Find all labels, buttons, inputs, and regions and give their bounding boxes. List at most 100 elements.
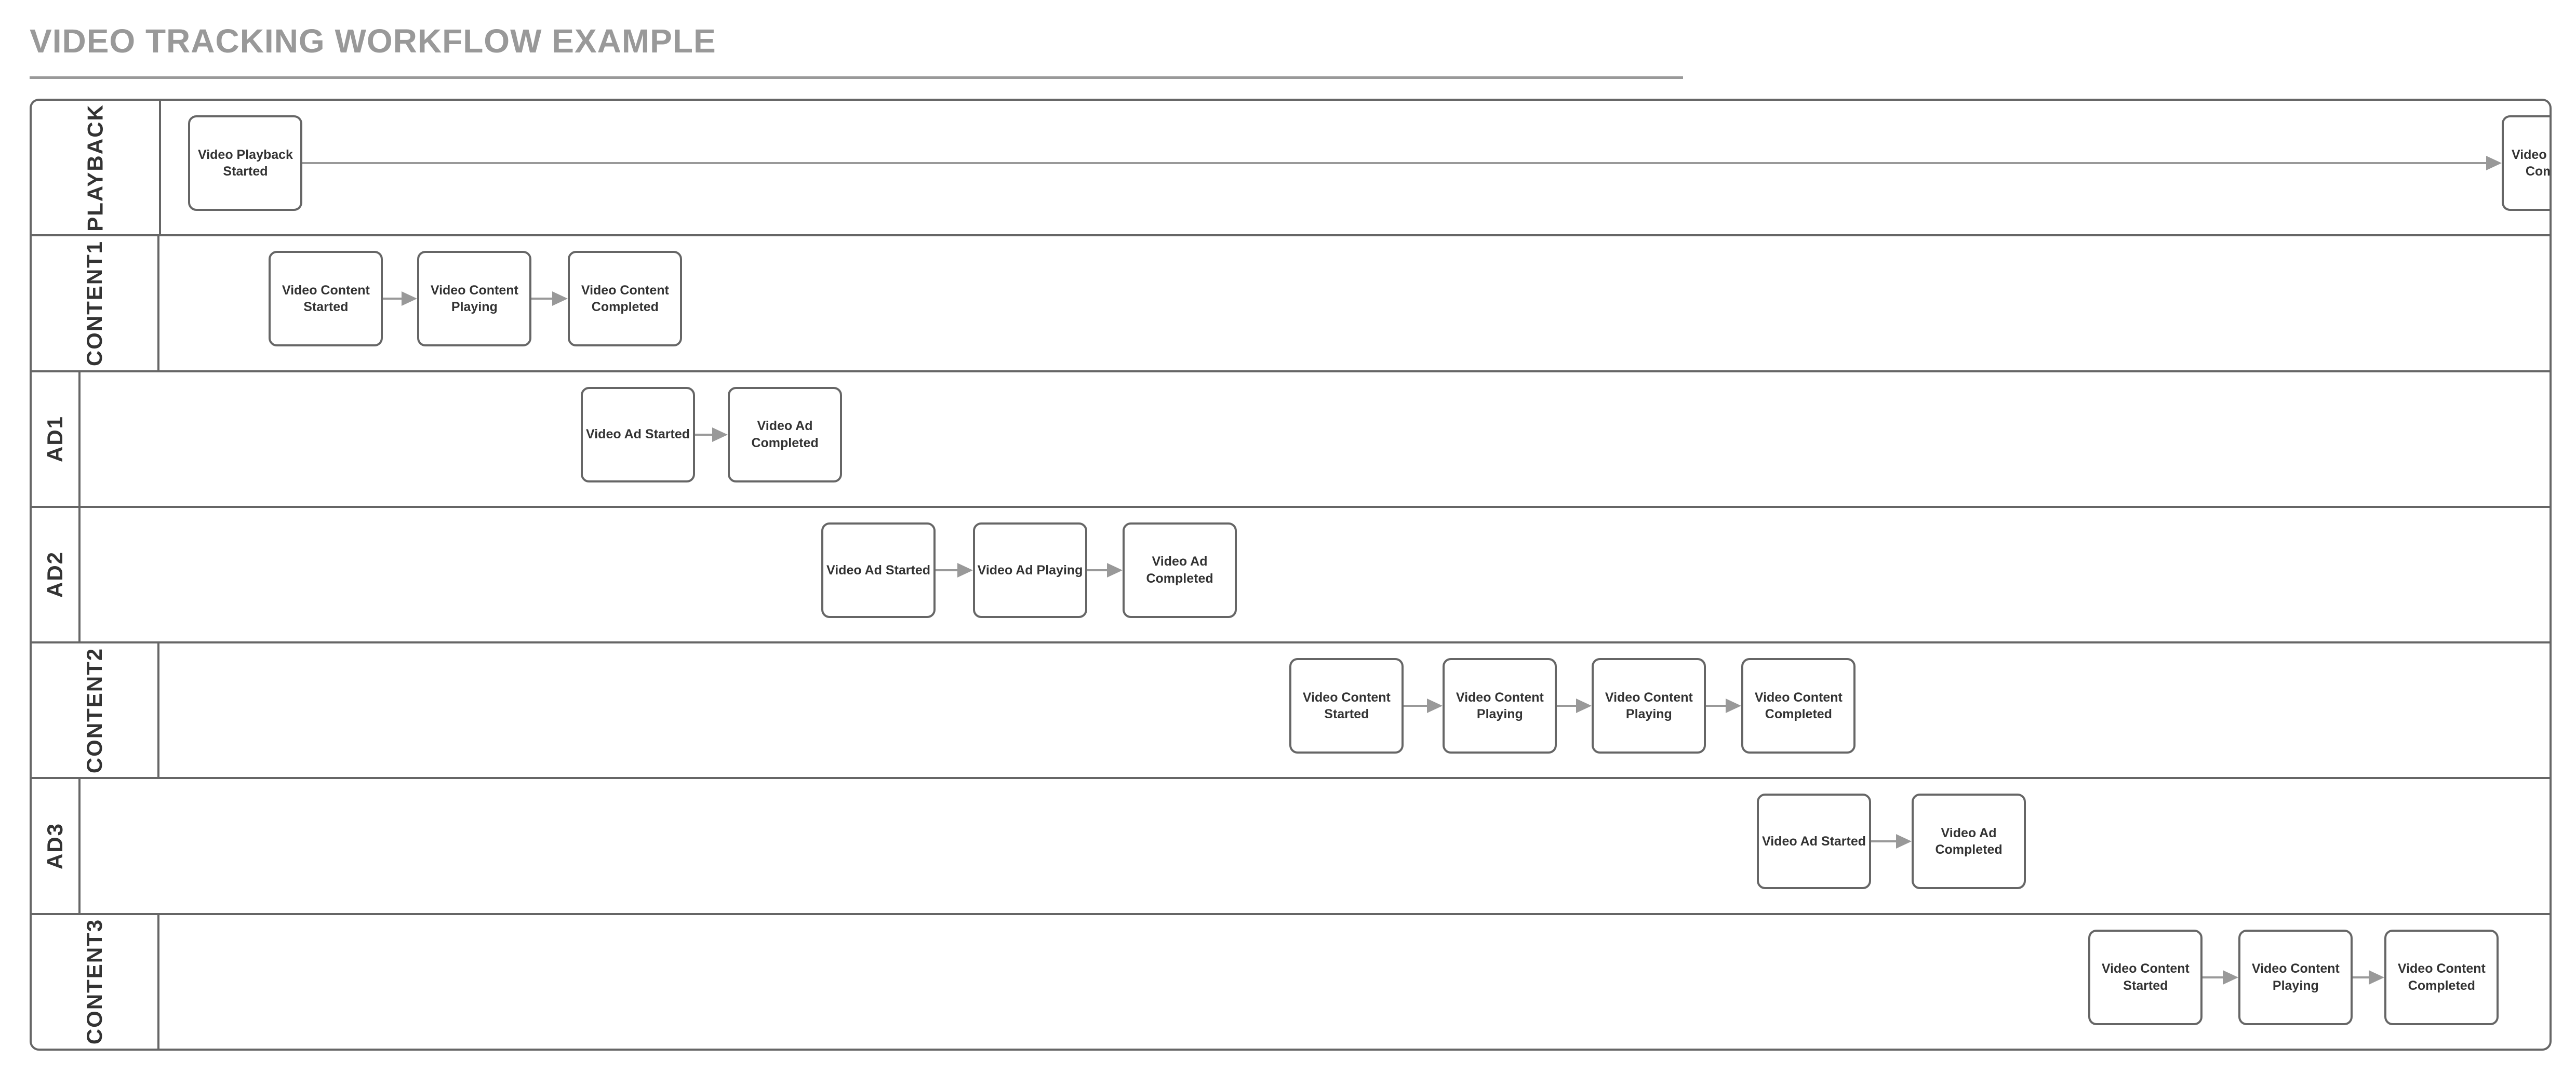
swimlane-label: AD1 <box>43 415 68 463</box>
swimlane-body: Video Ad Started Video Ad Completed <box>81 372 2550 506</box>
workflow-step-label: Video Content Playing <box>1605 690 1693 722</box>
workflow-step-label: Video Ad Completed <box>751 419 819 450</box>
arrow-shaft <box>1404 705 1430 707</box>
flow-arrow <box>383 291 418 306</box>
workflow-step-label: Video Ad Started <box>1762 834 1866 849</box>
swimlane-body: Video Ad Started Video Ad Completed <box>81 779 2550 912</box>
flow-arrow <box>531 291 568 306</box>
workflow-step-label: Video Ad Started <box>586 427 690 442</box>
swimlane-label: AD3 <box>43 823 68 870</box>
swimlane-header: AD2 <box>32 507 81 642</box>
swimlane-content3: CONTENT3 Video Content Started Video Con… <box>32 912 2550 1049</box>
workflow-step: Video Content Started <box>1289 658 1404 754</box>
arrow-head-icon <box>1576 699 1592 714</box>
swimlane-body: Video Playback Started Video Playback Co… <box>161 101 2550 234</box>
workflow-step: Video Content Completed <box>1741 658 1856 754</box>
workflow-step: Video Ad Completed <box>1123 522 1237 618</box>
swimlane-content2: CONTENT2 Video Content Started Video Con… <box>32 641 2550 777</box>
diagram-title: VIDEO TRACKING WORKFLOW EXAMPLE <box>30 22 716 60</box>
swimlane-label: CONTENT3 <box>82 919 107 1045</box>
workflow-step: Video Content Started <box>2088 929 2203 1025</box>
swimlane-body: Video Ad Started Video Ad Playing Video … <box>81 508 2550 641</box>
workflow-step: Video Ad Completed <box>728 386 843 482</box>
title-underline <box>30 76 1683 79</box>
swimlane-header: CONTENT1 <box>32 236 160 370</box>
arrow-head-icon <box>2223 970 2239 985</box>
swimlane-header: CONTENT2 <box>32 643 160 777</box>
workflow-step: Video Content Playing <box>2238 929 2353 1025</box>
swimlane-body: Video Content Started Video Content Play… <box>159 915 2550 1049</box>
swimlane-label: CONTENT2 <box>82 647 107 773</box>
arrow-shaft <box>1706 705 1728 707</box>
swimlane-ad2: AD2 Video Ad Started Video Ad Playing Vi… <box>32 505 2550 642</box>
workflow-step-label: Video Content Started <box>1302 690 1391 722</box>
arrow-head-icon <box>957 562 973 578</box>
flow-arrow <box>1404 699 1443 714</box>
arrow-head-icon <box>1896 834 1912 849</box>
workflow-step: Video Playback Started <box>188 115 303 211</box>
workflow-step: Video Content Started <box>269 251 383 347</box>
arrow-head-icon <box>1427 699 1443 714</box>
swimlane-ad3: AD3 Video Ad Started Video Ad Completed <box>32 777 2550 913</box>
workflow-step-label: Video Content Completed <box>1754 690 1843 722</box>
arrow-shaft <box>695 433 715 436</box>
swimlane-body: Video Content Started Video Content Play… <box>159 236 2550 370</box>
swimlane-header: CONTENT3 <box>32 915 160 1049</box>
workflow-step-label: Video Content Playing <box>1456 690 1544 722</box>
arrow-shaft <box>2203 976 2225 978</box>
arrow-head-icon <box>552 291 568 306</box>
workflow-step: Video Playback Completed <box>2502 115 2550 211</box>
flow-arrow <box>695 427 728 442</box>
arrow-shaft <box>1087 569 1110 571</box>
workflow-step: Video Ad Started <box>581 386 696 482</box>
arrow-head-icon <box>712 427 728 442</box>
workflow-step-label: Video Ad Completed <box>1935 825 2003 857</box>
workflow-step-label: Video Content Completed <box>581 283 669 315</box>
arrow-head-icon <box>2369 970 2385 985</box>
flow-arrow <box>1706 699 1742 714</box>
arrow-shaft <box>531 298 555 300</box>
flow-arrow <box>936 562 973 578</box>
flow-arrow <box>302 156 2502 170</box>
swimlane-pool: PLAYBACK Video Playback Started Video Pl… <box>30 99 2552 1051</box>
workflow-step: Video Ad Started <box>1757 794 1872 890</box>
workflow-step: Video Content Completed <box>2384 929 2499 1025</box>
swimlane-body: Video Content Started Video Content Play… <box>159 643 2550 777</box>
workflow-step: Video Ad Playing <box>973 522 1088 618</box>
arrow-shaft <box>936 569 960 571</box>
workflow-step-label: Video Content Started <box>282 283 370 315</box>
workflow-step-label: Video Content Started <box>2101 961 2190 993</box>
workflow-step-label: Video Ad Playing <box>977 562 1083 578</box>
flow-arrow <box>1871 834 1912 849</box>
arrow-head-icon <box>402 291 418 306</box>
swimlane-label: PLAYBACK <box>83 103 108 232</box>
workflow-step: Video Ad Started <box>821 522 936 618</box>
swimlane-header: PLAYBACK <box>32 101 162 235</box>
workflow-step: Video Content Playing <box>417 251 532 347</box>
workflow-step-label: Video Content Completed <box>2397 961 2486 993</box>
swimlane-ad1: AD1 Video Ad Started Video Ad Completed <box>32 370 2550 506</box>
workflow-step-label: Video Content Playing <box>2251 961 2340 993</box>
workflow-step: Video Content Playing <box>1592 658 1706 754</box>
arrow-shaft <box>302 162 2489 164</box>
arrow-shaft <box>2353 976 2371 978</box>
arrow-shaft <box>1557 705 1579 707</box>
workflow-step-label: Video Ad Completed <box>1146 554 1213 586</box>
workflow-step: Video Content Completed <box>568 251 683 347</box>
swimlane-label: AD2 <box>43 551 68 598</box>
workflow-step-label: Video Content Playing <box>430 283 518 315</box>
workflow-step: Video Content Playing <box>1443 658 1557 754</box>
swimlane-content1: CONTENT1 Video Content Started Video Con… <box>32 234 2550 370</box>
arrow-head-icon <box>1726 699 1742 714</box>
flow-arrow <box>2203 970 2239 985</box>
flow-arrow <box>1087 562 1123 578</box>
swimlane-label: CONTENT1 <box>82 240 107 367</box>
swimlane-header: AD1 <box>32 372 81 506</box>
arrow-head-icon <box>1107 562 1123 578</box>
arrow-shaft <box>1871 840 1899 843</box>
workflow-step: Video Ad Completed <box>1912 794 2026 890</box>
flow-arrow <box>1557 699 1592 714</box>
workflow-step-label: Video Playback Started <box>197 147 293 179</box>
arrow-head-icon <box>2486 156 2502 170</box>
